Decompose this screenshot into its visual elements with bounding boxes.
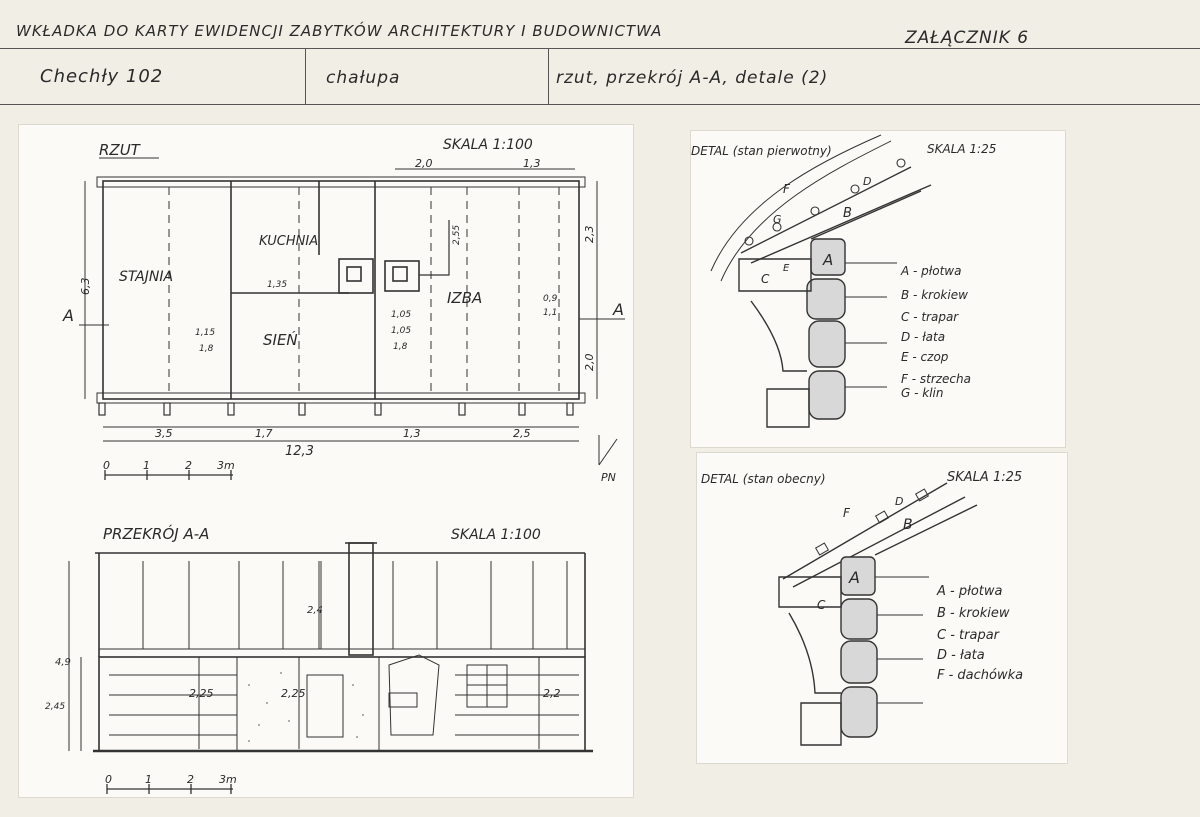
detail1-label-a: A bbox=[822, 251, 833, 269]
plan-title: RZUT bbox=[99, 141, 142, 159]
header-divider-bottom bbox=[0, 104, 1200, 105]
section-scale-2: 2 bbox=[187, 773, 194, 786]
location-field: Chechły 102 bbox=[40, 66, 164, 87]
section-scale-0: 0 bbox=[105, 773, 112, 786]
plan-section-drawing: RZUT SKALA 1:100 STAJNIA KUCHNIA SIEŃ IZ… bbox=[45, 137, 625, 794]
detail-original-drawing: DETAL (stan pierwotny) SKALA 1:25 A B C … bbox=[691, 134, 996, 428]
room-izba: IZBA bbox=[447, 289, 482, 307]
detail1-legend-d: D - łata bbox=[901, 330, 945, 344]
object-field: chałupa bbox=[326, 68, 401, 88]
section-mark-right: A bbox=[612, 300, 624, 319]
detail1-label-g: G bbox=[773, 213, 782, 226]
detail1-label-c: C bbox=[761, 272, 770, 286]
dim-d2: 1,8 bbox=[199, 344, 214, 354]
detail1-label-f: F bbox=[783, 182, 791, 196]
detail1-legend-e: E - czop bbox=[901, 350, 949, 364]
room-kuchnia: KUCHNIA bbox=[259, 234, 318, 249]
detail2-label-b: B bbox=[903, 517, 913, 533]
detail-current-drawing: DETAL (stan obecny) SKALA 1:25 A B C D F… bbox=[701, 470, 1023, 746]
detail-current-sheet: DETAL (stan obecny) SKALA 1:25 A B C D F… bbox=[696, 452, 1068, 764]
detail-original-sheet: DETAL (stan pierwotny) SKALA 1:25 A B C … bbox=[690, 130, 1066, 448]
dim-d3: 1,05 bbox=[391, 310, 411, 320]
dim-d9: 1,05 bbox=[391, 326, 411, 336]
detail2-label-a: A bbox=[848, 568, 860, 587]
detail1-legend-c: C - trapar bbox=[901, 310, 959, 324]
section-title: PRZEKRÓJ A-A bbox=[103, 524, 209, 543]
plan-section-sheet: RZUT SKALA 1:100 STAJNIA KUCHNIA SIEŃ IZ… bbox=[18, 124, 634, 798]
detail2-legend-f: F - dachówka bbox=[937, 668, 1023, 683]
section-scale-3: 3m bbox=[219, 773, 237, 786]
dim-seg2: 1,7 bbox=[255, 427, 273, 440]
dim-top1: 2,0 bbox=[415, 157, 433, 170]
detail1-legend-f: F - strzecha bbox=[901, 372, 971, 386]
header-title: WKŁADKA DO KARTY EWIDENCJI ZABYTKÓW ARCH… bbox=[16, 22, 663, 40]
header-col-divider-1 bbox=[305, 48, 306, 104]
dim-total: 12,3 bbox=[285, 444, 314, 459]
detail1-label-e: E bbox=[783, 263, 790, 274]
detail2-legend-d: D - łata bbox=[937, 648, 985, 663]
detail2-legend-a: A - płotwa bbox=[936, 584, 1003, 599]
section-mark-left: A bbox=[62, 306, 74, 325]
detail1-legend-a: A - płotwa bbox=[900, 264, 961, 278]
room-sien: SIEŃ bbox=[263, 330, 298, 349]
dim-d6: 0,9 bbox=[543, 294, 558, 304]
detail2-label-c: C bbox=[817, 598, 826, 612]
detail1-label-d: D bbox=[863, 175, 871, 188]
dim-top2: 1,3 bbox=[523, 157, 541, 170]
detail1-legend-b: B - krokiew bbox=[901, 288, 968, 302]
dim-d4: 1,8 bbox=[393, 342, 408, 352]
detail2-label-d: D bbox=[895, 495, 903, 508]
dim-seg4: 2,5 bbox=[513, 427, 531, 440]
detail2-scale: SKALA 1:25 bbox=[947, 470, 1022, 485]
content-field: rzut, przekrój A-A, detale (2) bbox=[556, 68, 829, 88]
attachment-label: ZAŁĄCZNIK 6 bbox=[905, 28, 1030, 48]
detail1-legend-g: G - klin bbox=[901, 386, 943, 400]
detail2-legend-b: B - krokiew bbox=[937, 606, 1010, 621]
dim-h2: 2,25 bbox=[281, 687, 306, 700]
dim-d7: 1,1 bbox=[543, 308, 557, 318]
plan-scale-3: 3m bbox=[217, 459, 235, 472]
plan-scale-1: 1 bbox=[143, 459, 150, 472]
header-divider-top bbox=[0, 48, 1200, 49]
section-scale-1: 1 bbox=[145, 773, 152, 786]
detail2-label-f: F bbox=[843, 506, 851, 520]
plan-scale: SKALA 1:100 bbox=[443, 137, 533, 153]
dim-right2: 2,0 bbox=[583, 354, 596, 372]
plan-scale-2: 2 bbox=[185, 459, 192, 472]
dim-seg3: 1,3 bbox=[403, 427, 421, 440]
dim-d1: 1,15 bbox=[195, 328, 215, 338]
detail1-label-b: B bbox=[843, 206, 852, 221]
dim-h1: 2,25 bbox=[189, 687, 214, 700]
dim-roof: 2,4 bbox=[307, 605, 323, 616]
detail2-legend-c: C - trapar bbox=[937, 628, 1001, 643]
section-scale: SKALA 1:100 bbox=[451, 527, 541, 543]
dim-wall: 2,45 bbox=[45, 702, 65, 712]
detail1-scale: SKALA 1:25 bbox=[927, 142, 996, 156]
dim-right1: 2,3 bbox=[583, 226, 596, 244]
dim-height-left: 6,3 bbox=[79, 278, 92, 296]
detail1-title: DETAL (stan pierwotny) bbox=[691, 144, 832, 158]
detail2-title: DETAL (stan obecny) bbox=[701, 472, 826, 486]
dim-seg1: 3,5 bbox=[155, 427, 173, 440]
dim-d5: 2,55 bbox=[452, 225, 462, 245]
north-label: PN bbox=[601, 471, 616, 484]
plan-outline bbox=[102, 180, 580, 400]
dim-h3: 2,2 bbox=[543, 687, 561, 700]
dim-d8: 1,35 bbox=[267, 280, 287, 290]
card-header: WKŁADKA DO KARTY EWIDENCJI ZABYTKÓW ARCH… bbox=[0, 0, 1200, 108]
dim-total-height: 4,9 bbox=[55, 657, 71, 668]
room-stajnia: STAJNIA bbox=[119, 269, 173, 285]
header-col-divider-2 bbox=[548, 48, 549, 104]
plan-scale-0: 0 bbox=[103, 459, 110, 472]
